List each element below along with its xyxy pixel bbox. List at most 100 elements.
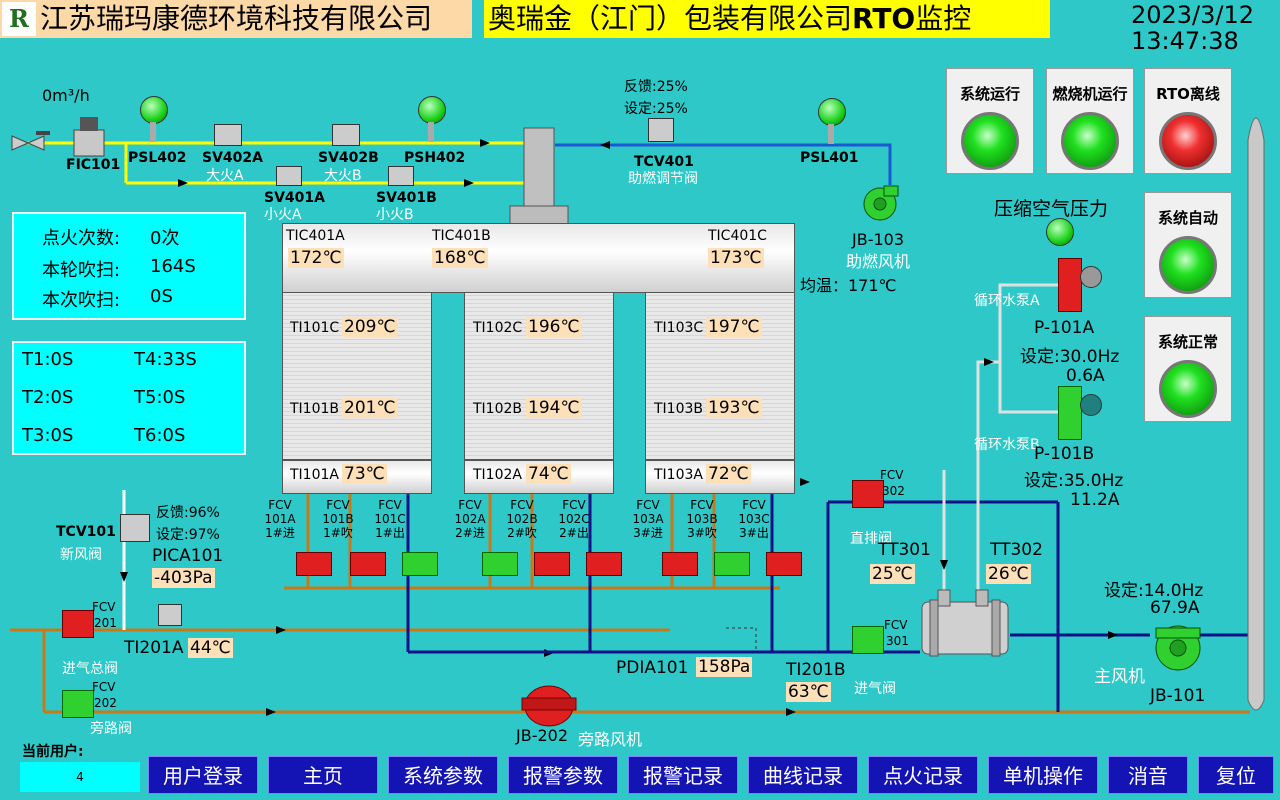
nav-silence[interactable]: 消音 — [1108, 756, 1188, 794]
ti201a-sensor — [158, 604, 182, 626]
timer-t4: T4:33S — [134, 349, 197, 370]
pump-b[interactable] — [1058, 386, 1082, 440]
nav-trend-records[interactable]: 曲线记录 — [748, 756, 858, 794]
ti101c-value: 209℃ — [342, 317, 398, 337]
tt302-label: TT302 — [990, 540, 1043, 560]
tt302-value: 26℃ — [986, 564, 1031, 584]
system-normal-lamp — [1159, 360, 1217, 418]
nav-alarm-records[interactable]: 报警记录 — [628, 756, 738, 794]
main-fan-setpoint: 设定:14.0Hz — [1104, 581, 1204, 601]
ti101a-value: 73℃ — [342, 464, 387, 484]
pump-b-setpoint: 设定:35.0Hz — [1024, 471, 1124, 491]
company-logo: R — [2, 2, 36, 36]
tcv101-feedback: 反馈:96% — [156, 505, 220, 521]
sv402a-valve[interactable] — [214, 124, 242, 146]
ti103a-label: TI103A — [654, 467, 703, 483]
pica101-label: PICA101 — [152, 546, 224, 566]
ti102a-label: TI102A — [473, 467, 522, 483]
fcv301-valve[interactable] — [852, 626, 884, 654]
tt301-value: 25℃ — [870, 564, 915, 584]
ti103b-value: 193℃ — [706, 398, 762, 418]
clock-date: 2023/3/12 — [1130, 1, 1254, 29]
nav-ignition-records[interactable]: 点火记录 — [868, 756, 978, 794]
fcv103b-valve[interactable] — [714, 552, 750, 576]
psl402-label: PSL402 — [128, 150, 187, 166]
tcv101-valve[interactable] — [120, 514, 150, 542]
nav-home[interactable]: 主页 — [268, 756, 378, 794]
ti103a-value: 72℃ — [706, 464, 751, 484]
pump-a-motor — [1080, 266, 1102, 288]
timer-t5: T5:0S — [134, 387, 186, 408]
current-user-label: 当前用户: — [22, 744, 84, 760]
fcv101a-valve[interactable] — [296, 552, 332, 576]
nav-alarm-params[interactable]: 报警参数 — [508, 756, 618, 794]
fcv102c-valve[interactable] — [586, 552, 622, 576]
ti101a-label: TI101A — [290, 467, 339, 483]
tcv101-label: TCV101 — [56, 524, 116, 540]
pump-a[interactable] — [1058, 258, 1082, 312]
status-rto-offline: RTO离线 — [1144, 68, 1232, 174]
sv401a-label: SV401A — [264, 190, 325, 206]
nav-user-login[interactable]: 用户登录 — [148, 756, 258, 794]
main-fan-desc: 主风机 — [1094, 667, 1145, 687]
fcv302-valve[interactable] — [852, 480, 884, 508]
tcv401-setpoint: 设定:25% — [624, 101, 688, 117]
tcv101-setpoint: 设定:97% — [156, 527, 220, 543]
ignition-info-panel: 点火次数: 0次 本轮吹扫: 164S 本次吹扫: 0S — [12, 212, 246, 320]
ti201b-label: TI201B — [786, 660, 846, 680]
nav-reset[interactable]: 复位 — [1198, 756, 1274, 794]
compressed-air-indicator — [1046, 218, 1074, 246]
ti102c-label: TI102C — [473, 320, 523, 336]
fcv202-valve[interactable] — [62, 690, 94, 718]
page-title: 奥瑞金（江门）包装有限公司RTO监控 — [484, 0, 1050, 38]
fcv101c-valve[interactable] — [402, 552, 438, 576]
ti201a-label: TI201A — [124, 638, 184, 658]
tcv401-valve[interactable] — [648, 118, 674, 142]
fcv103a-valve[interactable] — [662, 552, 698, 576]
timer-t1: T1:0S — [22, 349, 74, 370]
pump-b-tag: P-101B — [1034, 444, 1095, 464]
fcv102b-valve[interactable] — [534, 552, 570, 576]
status-system-run: 系统运行 — [946, 68, 1034, 174]
sv401a-valve[interactable] — [276, 166, 302, 186]
burner-run-lamp — [1061, 112, 1119, 170]
fcv103c-valve[interactable] — [766, 552, 802, 576]
tt301-label: TT301 — [878, 540, 931, 560]
rto-offline-lamp — [1159, 112, 1217, 170]
fic101-label: FIC101 — [66, 157, 121, 173]
compressed-air-label: 压缩空气压力 — [994, 198, 1109, 220]
nav-system-params[interactable]: 系统参数 — [388, 756, 498, 794]
fcv101b-valve[interactable] — [350, 552, 386, 576]
tic401a-label: TIC401A — [286, 228, 345, 244]
psl401-label: PSL401 — [800, 150, 859, 166]
fcv301-desc: 进气阀 — [854, 681, 896, 697]
sv402b-label: SV402B — [318, 150, 379, 166]
nav-single-operation[interactable]: 单机操作 — [988, 756, 1098, 794]
pdia101-label: PDIA101 — [616, 658, 689, 678]
gas-flow-value: 0m³/h — [42, 86, 90, 105]
fcv201-desc: 进气总阀 — [62, 661, 118, 677]
timer-panel: T1:0S T4:33S T2:0S T5:0S T3:0S T6:0S — [12, 341, 246, 455]
fcv102a-valve[interactable] — [482, 552, 518, 576]
fcv201-valve[interactable] — [62, 610, 94, 638]
pump-b-current: 11.2A — [1070, 490, 1120, 510]
pump-a-name: 循环水泵A — [974, 293, 1040, 309]
ti102b-label: TI102B — [473, 401, 523, 417]
sv401b-valve[interactable] — [388, 166, 414, 186]
ti102b-value: 194℃ — [526, 398, 582, 418]
ti201a-value: 44℃ — [188, 638, 233, 658]
sv402b-valve[interactable] — [332, 124, 360, 146]
jb202-label: JB-202 — [516, 726, 569, 745]
sv402a-label: SV402A — [202, 150, 263, 166]
tcv401-label: TCV401 — [634, 154, 694, 170]
tic401a-value: 172℃ — [288, 248, 344, 268]
tcv401-feedback: 反馈:25% — [624, 79, 688, 95]
